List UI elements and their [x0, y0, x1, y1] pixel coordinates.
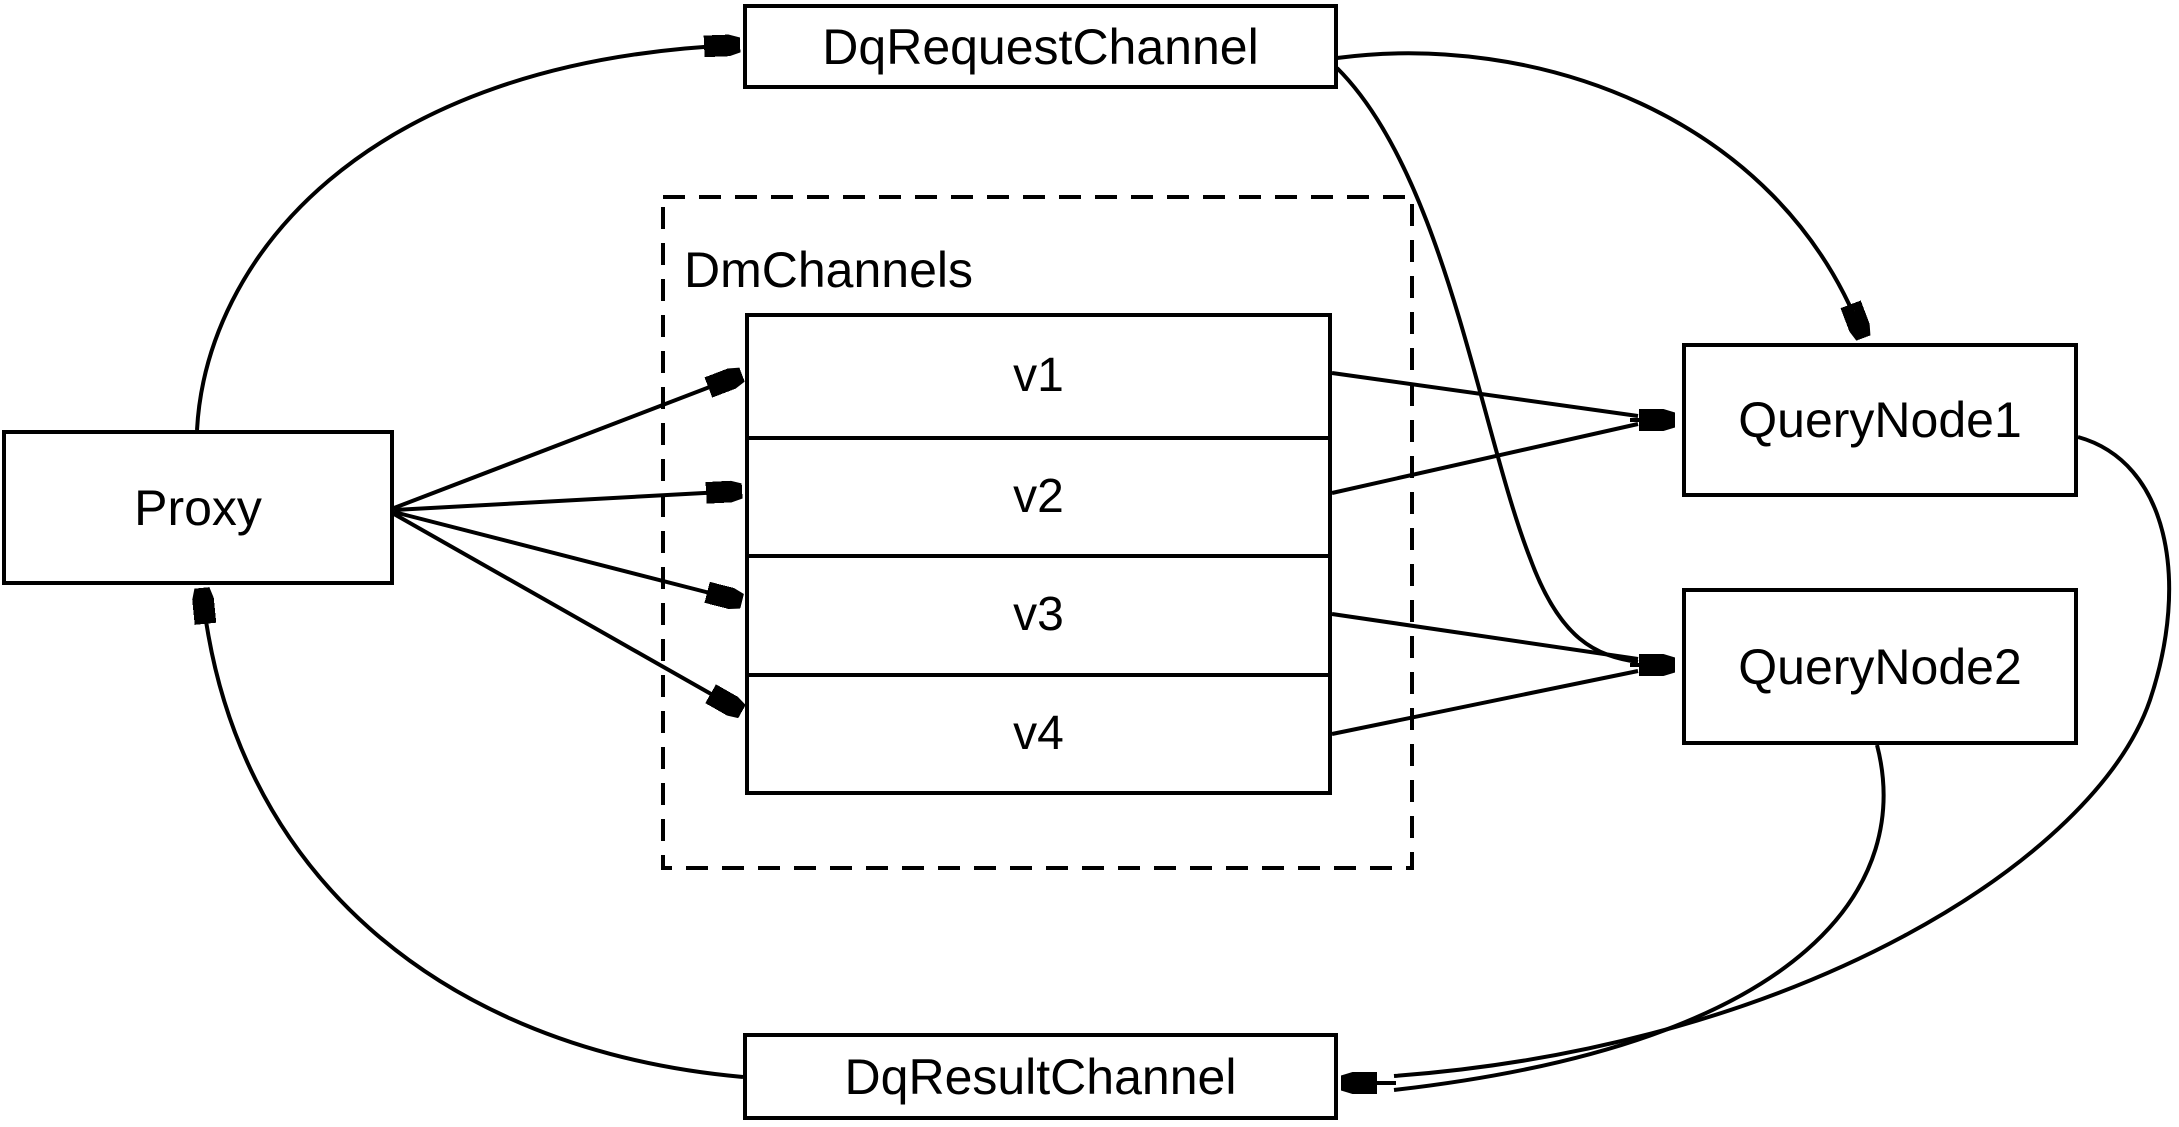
dm-channels-group-label: DmChannels	[684, 242, 974, 298]
edge-v3-to-query-node2	[1331, 612, 1639, 661]
node-query-node2: QueryNode2	[1682, 588, 2078, 745]
node-proxy: Proxy	[2, 430, 394, 585]
channel-row-v4: v4	[749, 672, 1328, 792]
channel-row-v2: v2	[749, 435, 1328, 555]
node-dq-request-channel: DqRequestChannel	[743, 4, 1338, 89]
node-dq-result-channel-label: DqResultChannel	[844, 1048, 1237, 1105]
node-query-node1-label: QueryNode1	[1738, 392, 2022, 448]
edge-dq-result-channel-to-proxy	[202, 589, 744, 1079]
node-query-node1: QueryNode1	[1682, 343, 2078, 497]
channel-row-v3: v3	[749, 554, 1328, 673]
edge-proxy-to-v4	[393, 512, 741, 711]
edge-dq-request-channel-to-query-node1	[1336, 51, 1863, 337]
node-dq-result-channel: DqResultChannel	[743, 1033, 1338, 1120]
edge-query-node2-to-dq-result-channel	[1393, 744, 1886, 1092]
edge-v2-to-query-node1	[1331, 422, 1639, 495]
edge-v4-to-query-node2	[1331, 669, 1639, 736]
edge-proxy-to-v3	[393, 510, 741, 601]
node-dq-request-channel-label: DqRequestChannel	[822, 18, 1259, 75]
edge-query-node1-to-dq-result-channel	[1393, 435, 2172, 1078]
channel-row-v1: v1	[1013, 349, 1064, 403]
edge-proxy-to-v2	[393, 491, 741, 512]
dm-channels-table: v1 v2 v3 v4	[745, 313, 1332, 795]
edge-v1-to-query-node1	[1331, 371, 1639, 418]
edge-dq-request-channel-to-query-node2	[1335, 66, 1639, 664]
edge-proxy-to-v1	[393, 375, 741, 510]
node-query-node2-label: QueryNode2	[1738, 638, 2022, 695]
node-proxy-label: Proxy	[134, 479, 262, 536]
edge-proxy-to-dq-request-channel	[195, 45, 739, 431]
